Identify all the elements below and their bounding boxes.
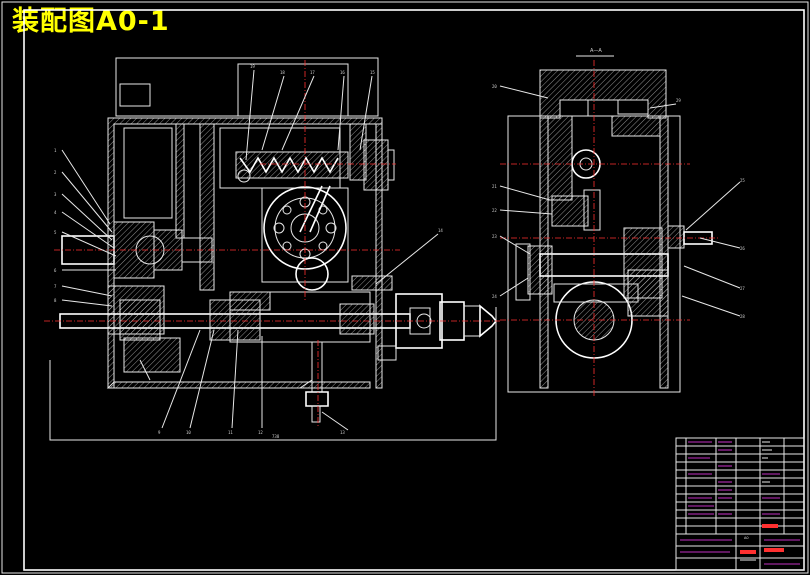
svg-text:6: 6 (54, 268, 57, 273)
svg-text:2: 2 (54, 170, 57, 175)
svg-text:10: 10 (186, 430, 191, 435)
svg-text:23: 23 (492, 234, 497, 239)
svg-text:25: 25 (740, 178, 745, 183)
svg-text:9: 9 (158, 430, 161, 435)
svg-text:24: 24 (492, 294, 497, 299)
svg-text:13: 13 (340, 430, 345, 435)
svg-text:20: 20 (492, 84, 497, 89)
svg-text:16: 16 (340, 70, 345, 75)
svg-text:19: 19 (250, 64, 255, 69)
svg-text:18: 18 (280, 70, 285, 75)
svg-text:28: 28 (740, 314, 745, 319)
overall-dimension: 738 (272, 434, 280, 439)
scale-label: A0 (744, 536, 749, 540)
svg-text:27: 27 (740, 286, 745, 291)
inner-frame (23, 9, 805, 571)
svg-text:17: 17 (310, 70, 315, 75)
title-block: A0 (675, 437, 805, 571)
svg-text:1: 1 (54, 148, 57, 153)
svg-text:12: 12 (258, 430, 263, 435)
svg-text:7: 7 (54, 284, 57, 289)
svg-text:29: 29 (676, 98, 681, 103)
section-label: A—A (590, 48, 602, 54)
svg-text:8: 8 (54, 298, 57, 303)
svg-text:11: 11 (228, 430, 233, 435)
svg-text:14: 14 (438, 228, 443, 233)
svg-text:21: 21 (492, 184, 497, 189)
svg-text:3: 3 (54, 192, 57, 197)
side-view: A—A (492, 48, 745, 396)
svg-text:15: 15 (370, 70, 375, 75)
svg-text:22: 22 (492, 208, 497, 213)
svg-text:4: 4 (54, 210, 57, 215)
svg-text:26: 26 (740, 246, 745, 251)
svg-text:5: 5 (54, 230, 57, 235)
drawing-title: 装配图A0-1 (12, 6, 170, 37)
